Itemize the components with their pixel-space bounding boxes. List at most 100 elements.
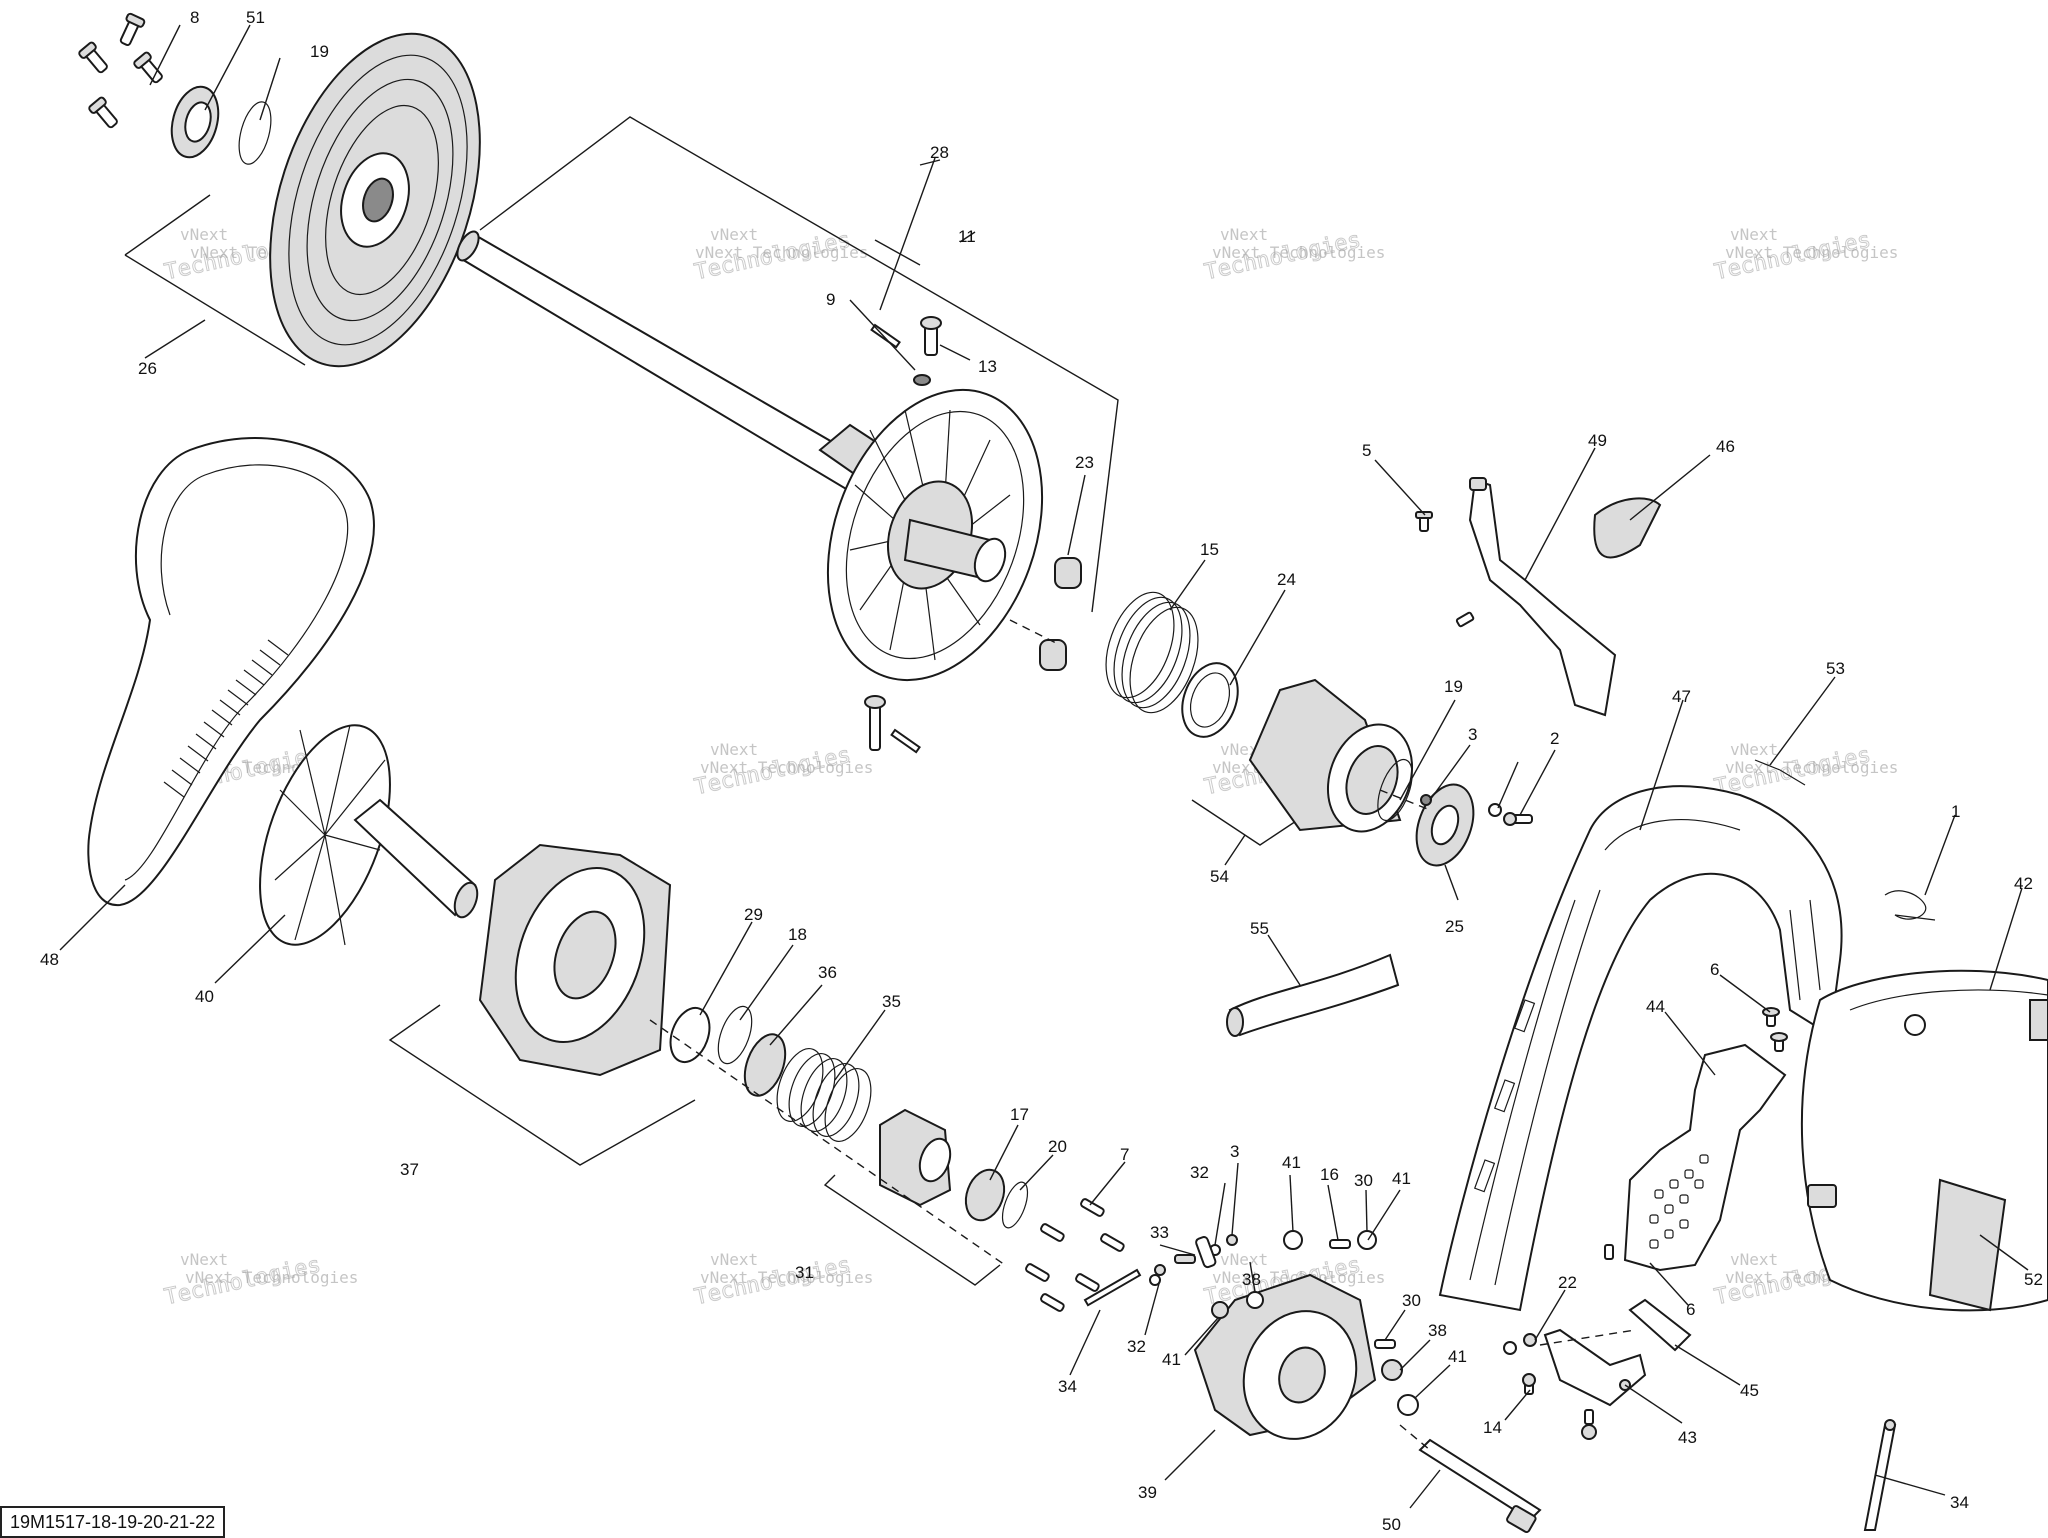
clip-53 bbox=[1754, 759, 1806, 786]
bolts-8 bbox=[78, 12, 163, 129]
svg-text:vNext: vNext bbox=[710, 740, 758, 759]
washer-24 bbox=[1181, 662, 1239, 738]
svg-text:vNext Technologies: vNext Technologies bbox=[1725, 243, 1898, 262]
watermark: vNext vNext Technologies Technologies bbox=[692, 1250, 874, 1311]
lower-screw bbox=[864, 695, 886, 751]
washer-9 bbox=[913, 374, 931, 386]
lower-pin bbox=[890, 728, 921, 754]
callout-25: 25 bbox=[1445, 917, 1464, 936]
svg-text:vNext Technologies: vNext Technologies bbox=[1212, 1268, 1385, 1287]
callout-41c: 41 bbox=[1162, 1350, 1181, 1369]
bushing-17 bbox=[964, 1168, 1006, 1222]
small-parts-cluster bbox=[1149, 1230, 1419, 1416]
retaining-ring-19b bbox=[1377, 758, 1413, 822]
callout-13: 13 bbox=[978, 357, 997, 376]
callout-45: 45 bbox=[1740, 1381, 1759, 1400]
callout-18: 18 bbox=[788, 925, 807, 944]
bracket-45 bbox=[1628, 1298, 1692, 1352]
callout-1: 1 bbox=[1951, 802, 1960, 821]
callout-5: 5 bbox=[1362, 441, 1371, 460]
callout-15: 15 bbox=[1200, 540, 1219, 559]
drive-belt-48 bbox=[87, 437, 375, 907]
callout-50: 50 bbox=[1382, 1515, 1401, 1534]
screw bbox=[1455, 611, 1475, 628]
watermark: vNext vNext Technologies Technologies bbox=[692, 740, 874, 801]
bracket-49 bbox=[1468, 477, 1617, 717]
callout-29: 29 bbox=[744, 905, 763, 924]
callout-44: 44 bbox=[1646, 997, 1665, 1016]
callout-38b: 38 bbox=[1428, 1321, 1447, 1340]
callout-36: 36 bbox=[818, 963, 837, 982]
bracket-26-top bbox=[124, 194, 211, 256]
ring-18 bbox=[717, 1005, 753, 1065]
callout-42: 42 bbox=[2014, 874, 2033, 893]
watermark: vNext vNext Technologies Technologies bbox=[1712, 225, 1899, 286]
callout-47: 47 bbox=[1672, 687, 1691, 706]
callout-33: 33 bbox=[1150, 1223, 1169, 1242]
callout-43: 43 bbox=[1678, 1428, 1697, 1447]
svg-text:vNext Technologies: vNext Technologies bbox=[700, 758, 873, 777]
callout-7: 7 bbox=[1120, 1145, 1129, 1164]
svg-text:vNext: vNext bbox=[1220, 225, 1268, 244]
movable-sheave bbox=[826, 388, 1044, 682]
callout-6b: 6 bbox=[1686, 1300, 1695, 1319]
callout-22: 22 bbox=[1558, 1273, 1577, 1292]
callout-53: 53 bbox=[1826, 659, 1845, 678]
watermarks: vNext vNext Technologies Technologies vN… bbox=[162, 225, 1899, 1311]
callout-34b: 34 bbox=[1950, 1493, 1969, 1512]
callout-20: 20 bbox=[1048, 1137, 1067, 1156]
diagram-id-label: 19M1517-18-19-20-21-22 bbox=[0, 1506, 226, 1538]
rod-34 bbox=[1863, 1419, 1897, 1531]
drive-housing-37 bbox=[478, 843, 672, 1077]
bolts-7 bbox=[1025, 1198, 1125, 1312]
callout-30b: 30 bbox=[1402, 1291, 1421, 1310]
callout-30a: 30 bbox=[1354, 1171, 1373, 1190]
svg-text:vNext: vNext bbox=[1730, 225, 1778, 244]
tube-55 bbox=[1226, 953, 1400, 1037]
svg-text:vNext: vNext bbox=[1730, 740, 1778, 759]
svg-text:vNext: vNext bbox=[180, 1250, 228, 1269]
drive-sheave-40 bbox=[259, 724, 479, 946]
svg-text:vNext Technologies: vNext Technologies bbox=[700, 1268, 873, 1287]
bolt-34 bbox=[1083, 1268, 1142, 1307]
svg-text:vNext: vNext bbox=[180, 225, 228, 244]
bracket-28 bbox=[479, 116, 1119, 613]
svg-text:vNext Technologies: vNext Technologies bbox=[185, 1268, 358, 1287]
callout-55: 55 bbox=[1250, 919, 1269, 938]
svg-text:vNext: vNext bbox=[710, 1250, 758, 1269]
callout-6a: 6 bbox=[1710, 960, 1719, 979]
leader-lines bbox=[59, 24, 2029, 1509]
callout-54: 54 bbox=[1210, 867, 1229, 886]
svg-text:vNext: vNext bbox=[1730, 1250, 1778, 1269]
heat-shield-44 bbox=[1623, 1043, 1787, 1272]
callout-32a: 32 bbox=[1190, 1163, 1209, 1182]
callout-28: 28 bbox=[930, 143, 949, 162]
cam-54 bbox=[1248, 678, 1414, 833]
spring-35 bbox=[776, 1048, 872, 1142]
axis-lines bbox=[649, 619, 1636, 1451]
callout-19b: 19 bbox=[1444, 677, 1463, 696]
nut-22 bbox=[1503, 1333, 1537, 1355]
callout-32b: 32 bbox=[1127, 1337, 1146, 1356]
callout-39: 39 bbox=[1138, 1483, 1157, 1502]
callout-49: 49 bbox=[1588, 431, 1607, 450]
callout-17: 17 bbox=[1010, 1105, 1029, 1124]
callout-19: 19 bbox=[310, 42, 329, 61]
watermark: vNext vNext Technologies Technologies bbox=[692, 225, 869, 286]
callout-24: 24 bbox=[1277, 570, 1296, 589]
callout-41a: 41 bbox=[1282, 1153, 1301, 1172]
screw-13 bbox=[920, 316, 942, 356]
callout-23: 23 bbox=[1075, 453, 1094, 472]
retaining-ring-19 bbox=[238, 101, 272, 165]
callout-2: 2 bbox=[1550, 729, 1559, 748]
callout-3a: 3 bbox=[1468, 725, 1477, 744]
watermark: vNext vNext Technologies Technologies bbox=[1202, 225, 1386, 286]
guard-47 bbox=[1438, 785, 1843, 1312]
callout-48: 48 bbox=[40, 950, 59, 969]
callout-41d: 41 bbox=[1448, 1347, 1467, 1366]
screw-2 bbox=[1503, 812, 1533, 826]
fixed-sheave-26 bbox=[269, 32, 481, 368]
watermark: vNext vNext Technologies Technologies bbox=[1712, 740, 1899, 801]
callout-31: 31 bbox=[795, 1263, 814, 1282]
